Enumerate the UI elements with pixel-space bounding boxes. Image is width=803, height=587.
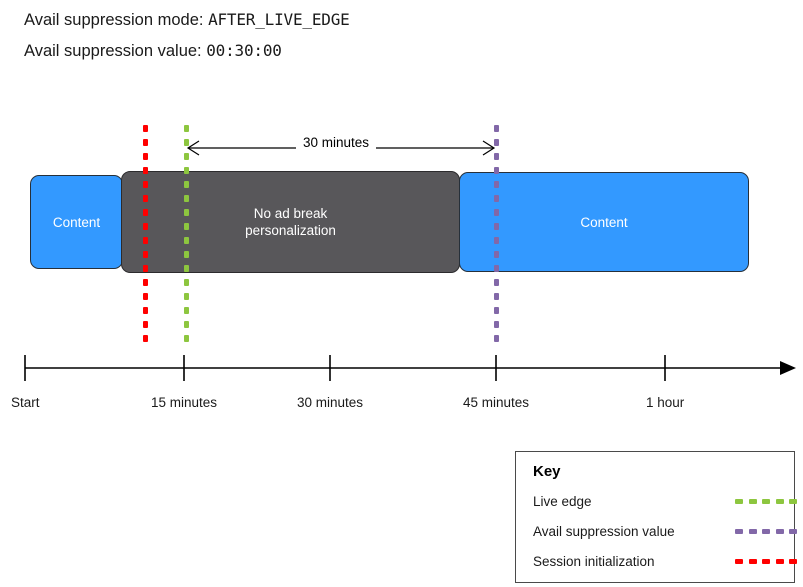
key-item-live-edge: Live edge (533, 492, 803, 512)
thirty-minute-span-label: 30 minutes (296, 134, 377, 152)
key-item-live-edge-label: Live edge (533, 494, 592, 509)
avail-suppression-value-label: Avail suppression value: (24, 42, 202, 60)
key-item-session-initialization-swatch (735, 559, 803, 564)
session-initialization-marker-line (143, 125, 148, 344)
key-item-avail-suppression-value: Avail suppression value (533, 522, 803, 542)
axis-label-30-minutes: 30 minutes (297, 395, 364, 410)
live-edge-marker-line (184, 125, 189, 344)
content-block-right-label: Content (580, 214, 628, 230)
key-legend-box: Key Live edge Avail suppression value Se… (515, 451, 803, 583)
content-block-left-label: Content (52, 214, 101, 230)
axis-label-15-minutes: 15 minutes (151, 395, 218, 410)
no-ad-break-personalization-block: No ad break personalization (121, 171, 460, 273)
avail-suppression-value-value: 00:30:00 (206, 41, 282, 60)
key-title: Key (533, 463, 561, 480)
key-item-avail-suppression-value-swatch (735, 529, 803, 534)
axis-label-start: Start (11, 395, 40, 410)
key-item-avail-suppression-value-label: Avail suppression value (533, 524, 675, 539)
no-ad-break-personalization-label: No ad break personalization (245, 205, 336, 239)
avail-suppression-value-marker-line (494, 125, 499, 344)
no-ad-break-line-2: personalization (245, 223, 336, 238)
key-item-session-initialization: Session initialization (533, 552, 803, 572)
key-item-live-edge-swatch (735, 499, 803, 504)
content-block-left: Content (30, 175, 123, 269)
axis-label-45-minutes: 45 minutes (463, 395, 530, 410)
avail-suppression-mode-label: Avail suppression mode: (24, 11, 204, 29)
axis-label-1-hour: 1 hour (646, 395, 685, 410)
content-block-right: Content (459, 172, 749, 272)
avail-suppression-value-line: Avail suppression value: 00:30:00 (24, 41, 282, 61)
avail-suppression-mode-line: Avail suppression mode: AFTER_LIVE_EDGE (24, 10, 350, 30)
key-item-session-initialization-label: Session initialization (533, 554, 655, 569)
avail-suppression-mode-value: AFTER_LIVE_EDGE (208, 10, 350, 29)
time-axis (24, 355, 796, 381)
no-ad-break-line-1: No ad break (253, 206, 328, 221)
